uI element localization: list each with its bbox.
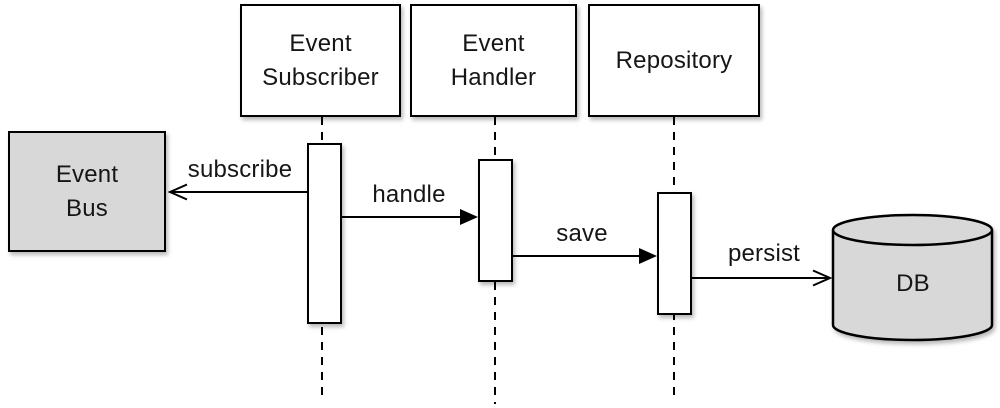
message-label-save: save [556,220,608,247]
arrowhead-filled-right-icon [639,248,657,264]
db-cylinder-top [831,213,994,247]
activation-repository [657,192,692,315]
arrowhead-open-left-icon [167,183,188,201]
db-cylinder-body [831,230,994,342]
participant-repository: Repository [588,4,760,117]
participant-event-subscriber: Event Subscriber [240,4,401,117]
activation-event-subscriber [307,143,342,324]
db-cylinder [831,213,994,342]
message-save-arrow [513,248,657,264]
message-label-subscribe: subscribe [187,156,293,183]
participant-event-handler: Event Handler [410,4,577,117]
message-persist-arrow [692,269,833,287]
message-label-handle: handle [372,181,446,208]
db-label: DB [896,270,930,297]
message-handle-arrow [342,209,478,225]
message-subscribe-arrow [167,183,308,201]
activation-event-handler [478,159,513,282]
arrowhead-open-right-icon [812,269,833,287]
node-event-bus: Event Bus [8,131,166,252]
message-label-persist: persist [727,240,801,267]
arrowhead-filled-right-icon [460,209,478,225]
